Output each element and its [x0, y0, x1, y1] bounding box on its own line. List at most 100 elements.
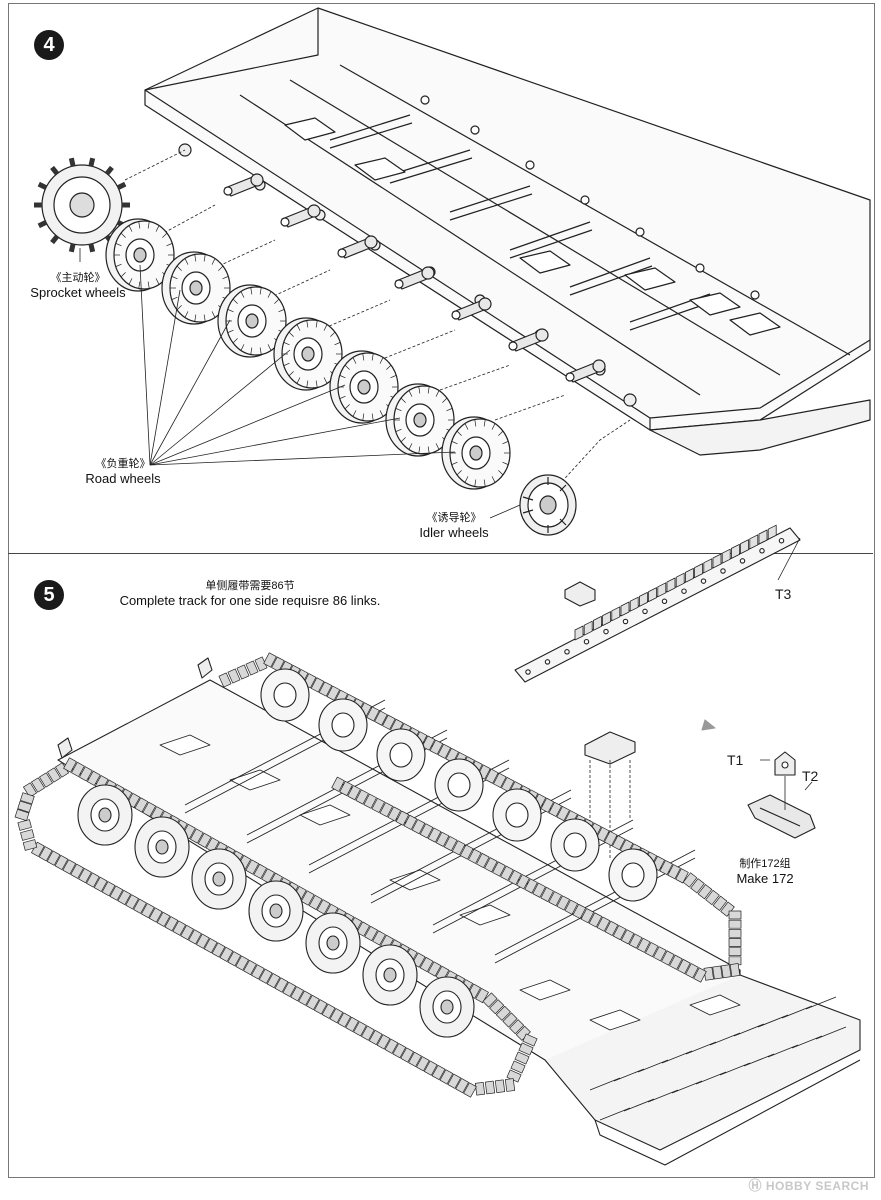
part-code-t2: T2 [802, 768, 819, 784]
track-link [468, 848, 482, 864]
road-wheel [385, 383, 455, 457]
hull-road-wheel [77, 784, 133, 846]
track-link [310, 677, 325, 693]
sprocket-tooth [88, 157, 96, 167]
track-link [93, 876, 108, 892]
track-link [71, 761, 85, 777]
sprue-hole [583, 638, 590, 645]
track-link [364, 925, 378, 942]
road-wheel [161, 251, 231, 325]
track-link [712, 965, 723, 980]
track-link [705, 889, 720, 906]
track-link [501, 777, 515, 793]
track-link [729, 963, 741, 977]
track-link [493, 772, 507, 788]
sprue-link [721, 548, 731, 564]
track-link [437, 743, 452, 759]
track-link [326, 685, 341, 701]
track-note-zh: 单侧履带需要86节 [205, 580, 295, 592]
sprocket-tooth [88, 243, 96, 253]
suspension-arm [565, 359, 606, 383]
track-link [596, 916, 611, 932]
sprue-link [648, 587, 657, 602]
track-link [251, 964, 265, 980]
watermark: Ⓗ HOBBY SEARCH [749, 1175, 869, 1194]
road-wheels [105, 218, 511, 490]
sprocket-tooth [50, 234, 60, 245]
suspension-arms [223, 173, 606, 383]
sprue-hole [622, 618, 629, 625]
track-link [347, 785, 361, 801]
far-road-wheel [434, 758, 484, 812]
track-link [645, 942, 659, 958]
track-link [489, 999, 505, 1015]
track-link [455, 1078, 469, 1094]
sprocket-tooth [37, 220, 48, 229]
road-wheel [273, 317, 343, 391]
track-link [308, 894, 323, 910]
sprocket-wheels-label: 《主动轮》 Sprocket wheels [8, 272, 148, 301]
track-link [245, 660, 259, 676]
sprue-link [611, 606, 621, 622]
road-wheel [441, 416, 511, 490]
track-link [134, 797, 149, 813]
track-link [253, 863, 267, 879]
track-link [596, 826, 610, 842]
track-note-en: Complete track for one side requisre 86 … [119, 593, 381, 609]
sprocket-tooth [116, 181, 127, 190]
track-link [368, 1029, 383, 1046]
track-link [109, 885, 124, 901]
track-link [460, 844, 474, 860]
hull-rivets [420, 95, 760, 300]
sprue-link [675, 572, 685, 588]
track-link [196, 933, 210, 949]
track-link [612, 835, 626, 851]
track-link [661, 950, 675, 966]
suspension-arm [508, 328, 549, 352]
far-road-wheel [608, 848, 658, 902]
track-link [482, 992, 498, 1008]
step5-drawing [14, 524, 861, 1166]
track-link [685, 963, 699, 979]
suspension-arm [337, 235, 378, 259]
make-count-label-en: Make 172 [736, 871, 794, 887]
track-link [54, 854, 69, 871]
far-road-wheel [550, 818, 600, 872]
track-link [227, 951, 242, 967]
sprue-hole [642, 608, 648, 615]
track-link [22, 839, 38, 851]
track-link [524, 878, 538, 894]
track-link [516, 874, 530, 890]
track-link [421, 735, 436, 751]
t2-part [747, 794, 816, 839]
track-link [356, 921, 370, 937]
track-link [298, 990, 312, 1006]
sprue-hole [564, 649, 570, 655]
sprue-link [629, 596, 639, 612]
track-link [266, 973, 281, 989]
sprue-link [657, 582, 667, 598]
track-link [363, 793, 377, 809]
sprue-link [767, 524, 777, 540]
track-link [484, 857, 498, 873]
track-link [693, 967, 707, 983]
track-link [337, 1012, 352, 1028]
track-link [274, 977, 289, 993]
track-link [366, 706, 380, 722]
road-wheels-label: 《负重轮》 Road wheels [58, 458, 188, 487]
track-link [509, 1019, 525, 1035]
track-link [653, 946, 667, 962]
track-link [604, 830, 618, 847]
far-road-wheel [492, 788, 542, 842]
track-link [117, 889, 132, 906]
track-link [300, 890, 315, 906]
track-link [17, 800, 32, 813]
sprue-link [685, 568, 694, 583]
track-link [492, 861, 506, 877]
track-link [522, 1033, 538, 1047]
track-link [675, 868, 689, 884]
track-link [245, 859, 260, 875]
track-link [180, 924, 194, 941]
sprue-hole [544, 659, 551, 665]
sprue-hole [661, 598, 668, 605]
